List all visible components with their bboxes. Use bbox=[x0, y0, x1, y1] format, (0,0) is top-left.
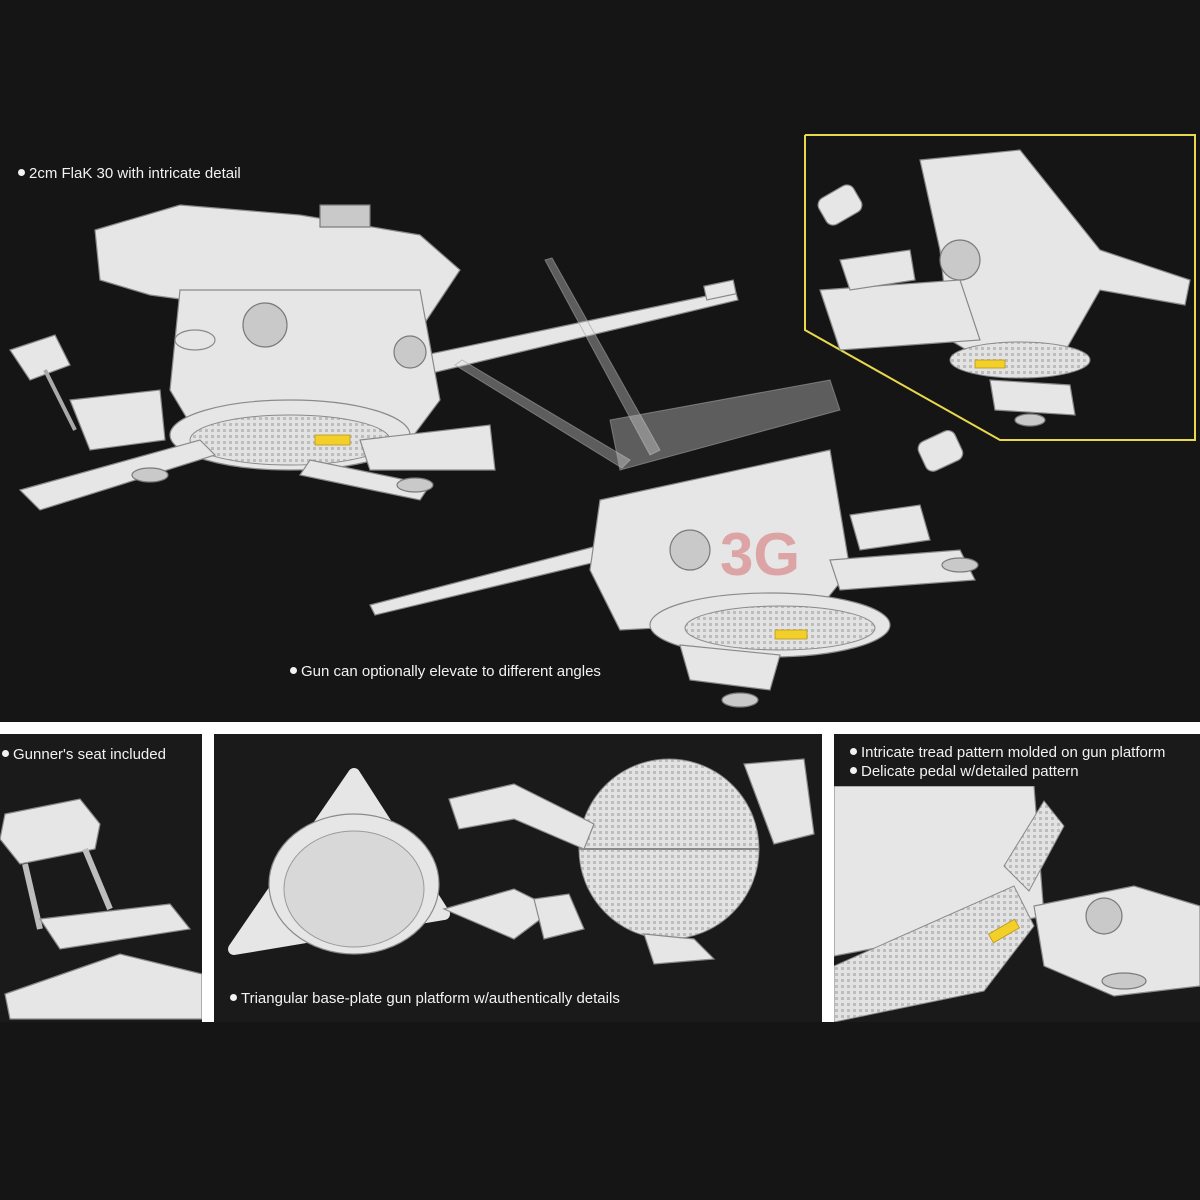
panel-seat: Gunner's seat included bbox=[0, 734, 202, 1022]
outrigger-right bbox=[829, 549, 976, 591]
ghost-barrel-high bbox=[544, 257, 661, 456]
outrigger-left bbox=[819, 279, 981, 351]
platform-marking bbox=[774, 629, 808, 640]
outrigger-left bbox=[18, 439, 217, 511]
ghost-cradle bbox=[609, 379, 841, 471]
seat-render bbox=[0, 798, 202, 1020]
watermark-logo: 3G bbox=[720, 521, 800, 588]
caption-seat: Gunner's seat included bbox=[2, 746, 166, 764]
platform-tread bbox=[684, 605, 876, 651]
caption-main: 2cm FlaK 30 with intricate detail bbox=[18, 165, 241, 183]
gunner-seat bbox=[839, 249, 916, 291]
bullet-dot-icon bbox=[230, 994, 237, 1001]
outrigger-front bbox=[989, 379, 1076, 416]
platform-tread bbox=[834, 885, 1035, 1022]
seat-mount bbox=[4, 953, 202, 1020]
leveling-foot bbox=[721, 692, 759, 708]
bullet-dot-icon bbox=[850, 748, 857, 755]
vertical-divider bbox=[822, 734, 834, 1022]
platform-marking bbox=[974, 359, 1006, 369]
seat-frame bbox=[82, 847, 113, 911]
bullet-dot-icon bbox=[2, 750, 9, 757]
elevation-gun-render: 3G bbox=[369, 257, 979, 708]
outrigger-front bbox=[679, 644, 781, 691]
platform-marking bbox=[987, 918, 1021, 944]
platform-marking bbox=[314, 434, 351, 446]
panel-baseplate: Triangular base-plate gun platform w/aut… bbox=[214, 734, 822, 1022]
leveling-foot bbox=[941, 557, 979, 573]
seat-frame bbox=[43, 369, 77, 431]
outrigger-arm bbox=[1033, 885, 1200, 997]
magazine bbox=[319, 204, 371, 228]
handwheel bbox=[669, 529, 711, 571]
caption-tread: Intricate tread pattern molded on gun pl… bbox=[850, 744, 1165, 762]
outrigger-arm bbox=[448, 783, 595, 850]
main-gun-render bbox=[9, 204, 739, 511]
seat-backrest bbox=[9, 334, 71, 381]
seat-backrest bbox=[917, 429, 964, 472]
elevation-hub bbox=[393, 335, 427, 369]
tread-render bbox=[834, 786, 1200, 1022]
leveling-foot bbox=[1101, 972, 1147, 990]
baseplate-render bbox=[228, 758, 815, 965]
seat-backrest bbox=[817, 184, 863, 226]
outrigger-right bbox=[359, 424, 496, 471]
outrigger-front bbox=[299, 459, 431, 501]
seat-frame bbox=[22, 863, 43, 930]
flash-hider bbox=[703, 279, 737, 301]
frame-outline bbox=[804, 134, 1196, 441]
outrigger-foot bbox=[643, 933, 716, 965]
horizontal-divider bbox=[0, 722, 1200, 734]
leveling-screw bbox=[1085, 897, 1123, 935]
vertical-divider bbox=[202, 734, 214, 1022]
bullet-dot-icon bbox=[290, 667, 297, 674]
bullet-dot-icon bbox=[18, 169, 25, 176]
ghost-barrel-mid bbox=[454, 359, 631, 469]
gunner-seat bbox=[849, 504, 931, 551]
leveling-foot bbox=[396, 477, 434, 493]
leveling-foot bbox=[131, 467, 169, 483]
gunner-seat bbox=[69, 389, 166, 451]
bullet-dot-icon bbox=[850, 767, 857, 774]
gun-barrel bbox=[369, 539, 626, 616]
handwheel bbox=[242, 302, 288, 348]
steering-wheel bbox=[174, 329, 216, 351]
pedal bbox=[1003, 800, 1065, 892]
panel-tread: Intricate tread pattern molded on gun pl… bbox=[834, 734, 1200, 1022]
leveling-foot bbox=[1014, 413, 1046, 427]
seat-pan bbox=[38, 903, 192, 950]
seat-backrest bbox=[0, 798, 101, 865]
outrigger-bracket bbox=[743, 758, 815, 845]
platform-tread bbox=[949, 341, 1091, 379]
highlight-frame bbox=[804, 134, 1196, 441]
caption-pedal: Delicate pedal w/detailed pattern bbox=[850, 763, 1079, 781]
pedal bbox=[533, 893, 585, 940]
caption-baseplate: Triangular base-plate gun platform w/aut… bbox=[230, 990, 620, 1008]
baseplate-inner bbox=[283, 830, 425, 948]
caption-elevate: Gun can optionally elevate to different … bbox=[290, 663, 601, 681]
